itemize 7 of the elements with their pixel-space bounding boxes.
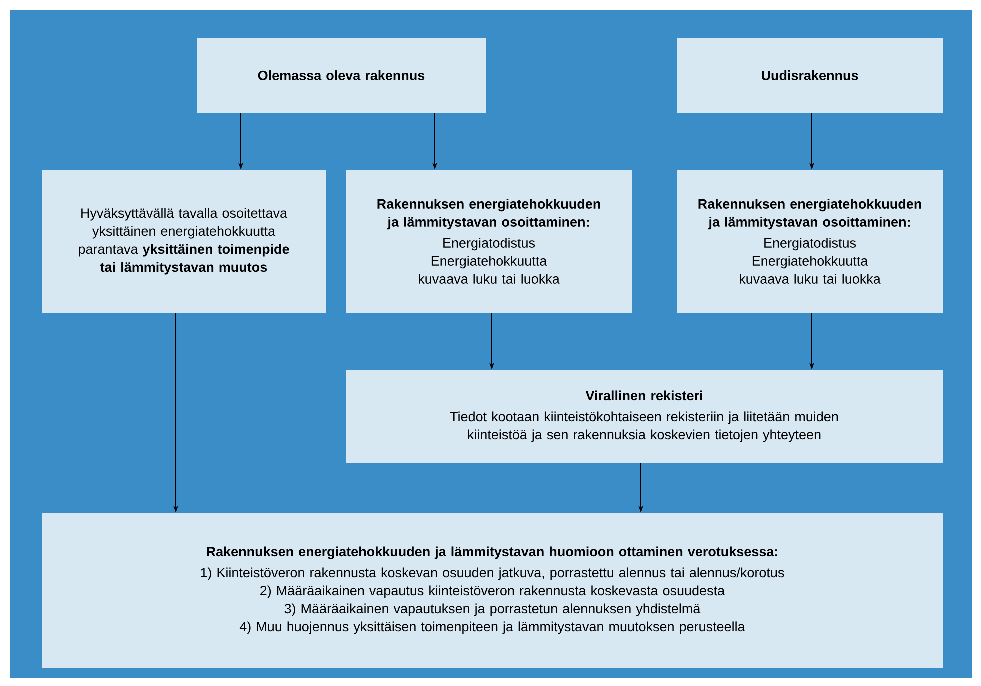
process-box: Hyväksyttävällä tavalla osoitettava yksittäinen energiatehokkuutta parantava yksittäinen toimenpide tai lämmitystavan muutos	[42, 170, 326, 313]
process-box: Rakennuksen energiatehokkuuden ja lämmitystavan osoittaminen: Energiatodistus Energiatehokkuutta kuvaava luku tai luokka	[677, 170, 943, 313]
process-box: Uudisrakennus	[677, 38, 943, 113]
process-box: Virallinen rekisteri Tiedot kootaan kiinteistökohtaiseen rekisteriin ja liitetään muiden kiinteistöä ja sen rakennuksia koskevien tietojen yhteyteen	[346, 370, 943, 463]
process-box: Rakennuksen energiatehokkuuden ja lämmitystavan osoittaminen: Energiatodistus Energiatehokkuutta kuvaava luku tai luokka	[346, 170, 632, 313]
process-box: Rakennuksen energiatehokkuuden ja lämmitystavan huomioon ottaminen verotuksessa: 1) Kiinteistöveron rakennusta koskevan osuuden jatkuva, porrastettu alennus tai alennus/korotus 2) Määräaikainen vapautus kiinteistöveron rakennusta koskevasta osuudesta 3) Määräaikainen vapautuksen ja porrastetun alennuksen yhdistelmä 4) Muu huojennus yksittäisen toimenpiteen ja lämmitystavan muutoksen perusteella	[42, 513, 943, 668]
process-box: Olemassa oleva rakennus	[197, 38, 486, 113]
